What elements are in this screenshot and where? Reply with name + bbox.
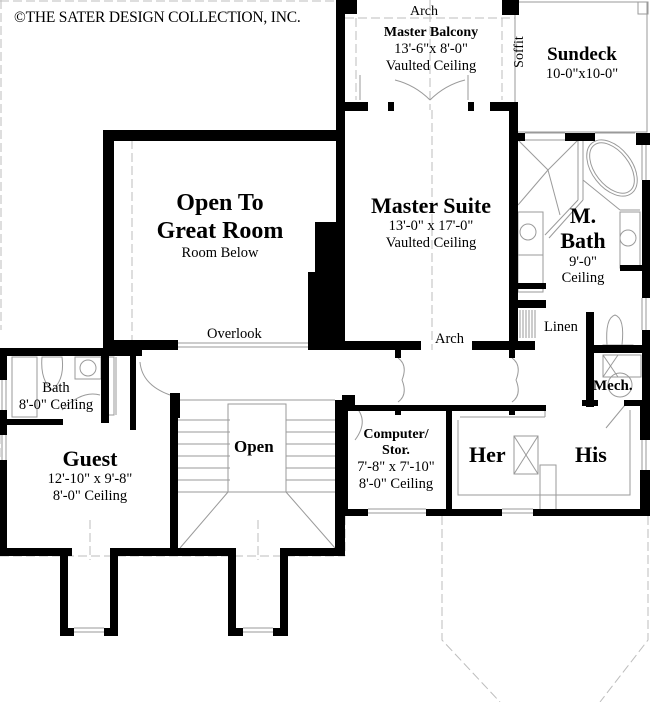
fixture-lines xyxy=(1,1,649,633)
room-name-line1: Computer/ xyxy=(363,427,429,442)
room-open-stair: Open xyxy=(234,437,274,456)
room-name-line1: Open To xyxy=(176,190,264,216)
room-ceiling: Vaulted Ceiling xyxy=(385,234,477,251)
room-master-balcony: Master Balcony 13'-6"x 8'-0" Vaulted Cei… xyxy=(368,25,494,74)
room-her-closet: Her xyxy=(469,442,506,467)
overlook-label: Overlook xyxy=(207,326,262,342)
room-name-line2: Stor. xyxy=(382,443,410,459)
room-name: Bath xyxy=(42,380,70,396)
room-dims: 7'-8" x 7'-10" xyxy=(357,459,435,476)
room-name: Master Balcony xyxy=(383,25,479,40)
room-ceiling: Vaulted Ceiling xyxy=(385,57,477,74)
room-computer-storage: Computer/ Stor. 7'-8" x 7'-10" 8'-0" Cei… xyxy=(348,427,444,493)
room-guest: Guest 12'-10" x 9'-8" 8'-0" Ceiling xyxy=(20,446,160,505)
room-ceiling: 8'-0" Ceiling xyxy=(358,475,434,492)
linen-shelves xyxy=(519,310,536,338)
room-name-line2: Bath xyxy=(560,228,606,254)
mech-label: Mech. xyxy=(593,378,633,394)
room-master-bath: M. Bath 9'-0" Ceiling xyxy=(548,203,618,287)
room-ceiling: 8'-0" Ceiling xyxy=(52,487,128,504)
copyright-notice: ©THE SATER DESIGN COLLECTION, INC. xyxy=(14,9,301,26)
room-dims: 13'-6"x 8'-0" xyxy=(394,41,468,58)
room-name-line1: M. xyxy=(569,203,597,228)
arch-label-suite: Arch xyxy=(435,331,464,347)
room-dims: 12'-10" x 9'-8" xyxy=(47,471,133,488)
room-name: Guest xyxy=(62,446,118,471)
walls xyxy=(0,0,650,636)
room-dims: 13'-0" x 17'-0" xyxy=(388,218,474,235)
arch-label-balcony: Arch xyxy=(410,4,438,19)
room-ceiling-label: Ceiling xyxy=(561,270,605,287)
room-master-suite: Master Suite 13'-0" x 17'-0" Vaulted Cei… xyxy=(356,193,506,252)
room-ceiling-height: 9'-0" xyxy=(569,253,597,270)
room-dims: 10-0"x10-0" xyxy=(545,65,619,82)
room-name: Sundeck xyxy=(547,44,617,65)
room-sundeck: Sundeck 10-0"x10-0" xyxy=(527,44,637,83)
soffit-label: Soffit xyxy=(511,36,527,68)
linen-label: Linen xyxy=(544,319,578,335)
room-name: Master Suite xyxy=(371,193,491,218)
room-his-closet: His xyxy=(575,442,607,467)
room-guest-bath: Bath 8'-0" Ceiling xyxy=(10,380,102,413)
stair-treads xyxy=(178,403,336,549)
room-name-line2: Great Room xyxy=(156,217,284,244)
room-note: Room Below xyxy=(181,245,259,262)
room-ceiling: 8'-0" Ceiling xyxy=(18,396,94,413)
room-open-to-great-room: Open To Great Room Room Below xyxy=(140,190,300,262)
